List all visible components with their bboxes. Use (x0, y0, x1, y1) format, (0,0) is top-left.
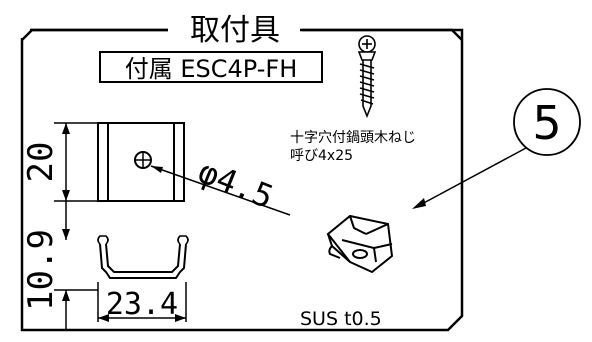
dim-arrow-mid2 (62, 229, 70, 240)
width-arrow-left (98, 314, 109, 322)
bracket-side-lip-left (97, 235, 109, 245)
dim-width: 23.4 (106, 287, 178, 322)
material-note: SUS t0.5 (300, 308, 382, 330)
frame-top-right (302, 28, 463, 41)
part-label-box (99, 51, 323, 83)
dim-arrow-bottom (62, 290, 70, 301)
width-arrow-right (175, 314, 186, 322)
bracket-side-view (99, 243, 187, 279)
hole-diameter-label: φ4.5 (193, 152, 279, 216)
dim-height-top: 20 (21, 142, 61, 183)
callout-leader (419, 147, 527, 206)
screw-icon (357, 35, 377, 119)
dim-arrow-top (62, 123, 70, 134)
bracket-isometric-view (326, 214, 394, 274)
frame-top-left (21, 28, 168, 41)
callout-bubble: 5 (513, 88, 581, 156)
bracket-side-lip-right (177, 235, 189, 245)
title: 取付具 (190, 13, 280, 48)
bracket-top-view (97, 122, 185, 202)
dim-arrow-mid (62, 190, 70, 201)
dim-height-bottom: 10.9 (21, 229, 61, 311)
part-label: 付属 ESC4P-FH (125, 55, 298, 83)
hole-leader (150, 165, 291, 216)
hole-arrowhead (151, 166, 163, 173)
callout-arrowhead (412, 198, 426, 209)
callout-number: 5 (532, 96, 561, 150)
width-dimension (97, 282, 187, 322)
screw-note-line1: 十字穴付鍋頭木ねじ (290, 130, 416, 146)
screw-note-line2: 呼び4x25 (290, 148, 353, 164)
